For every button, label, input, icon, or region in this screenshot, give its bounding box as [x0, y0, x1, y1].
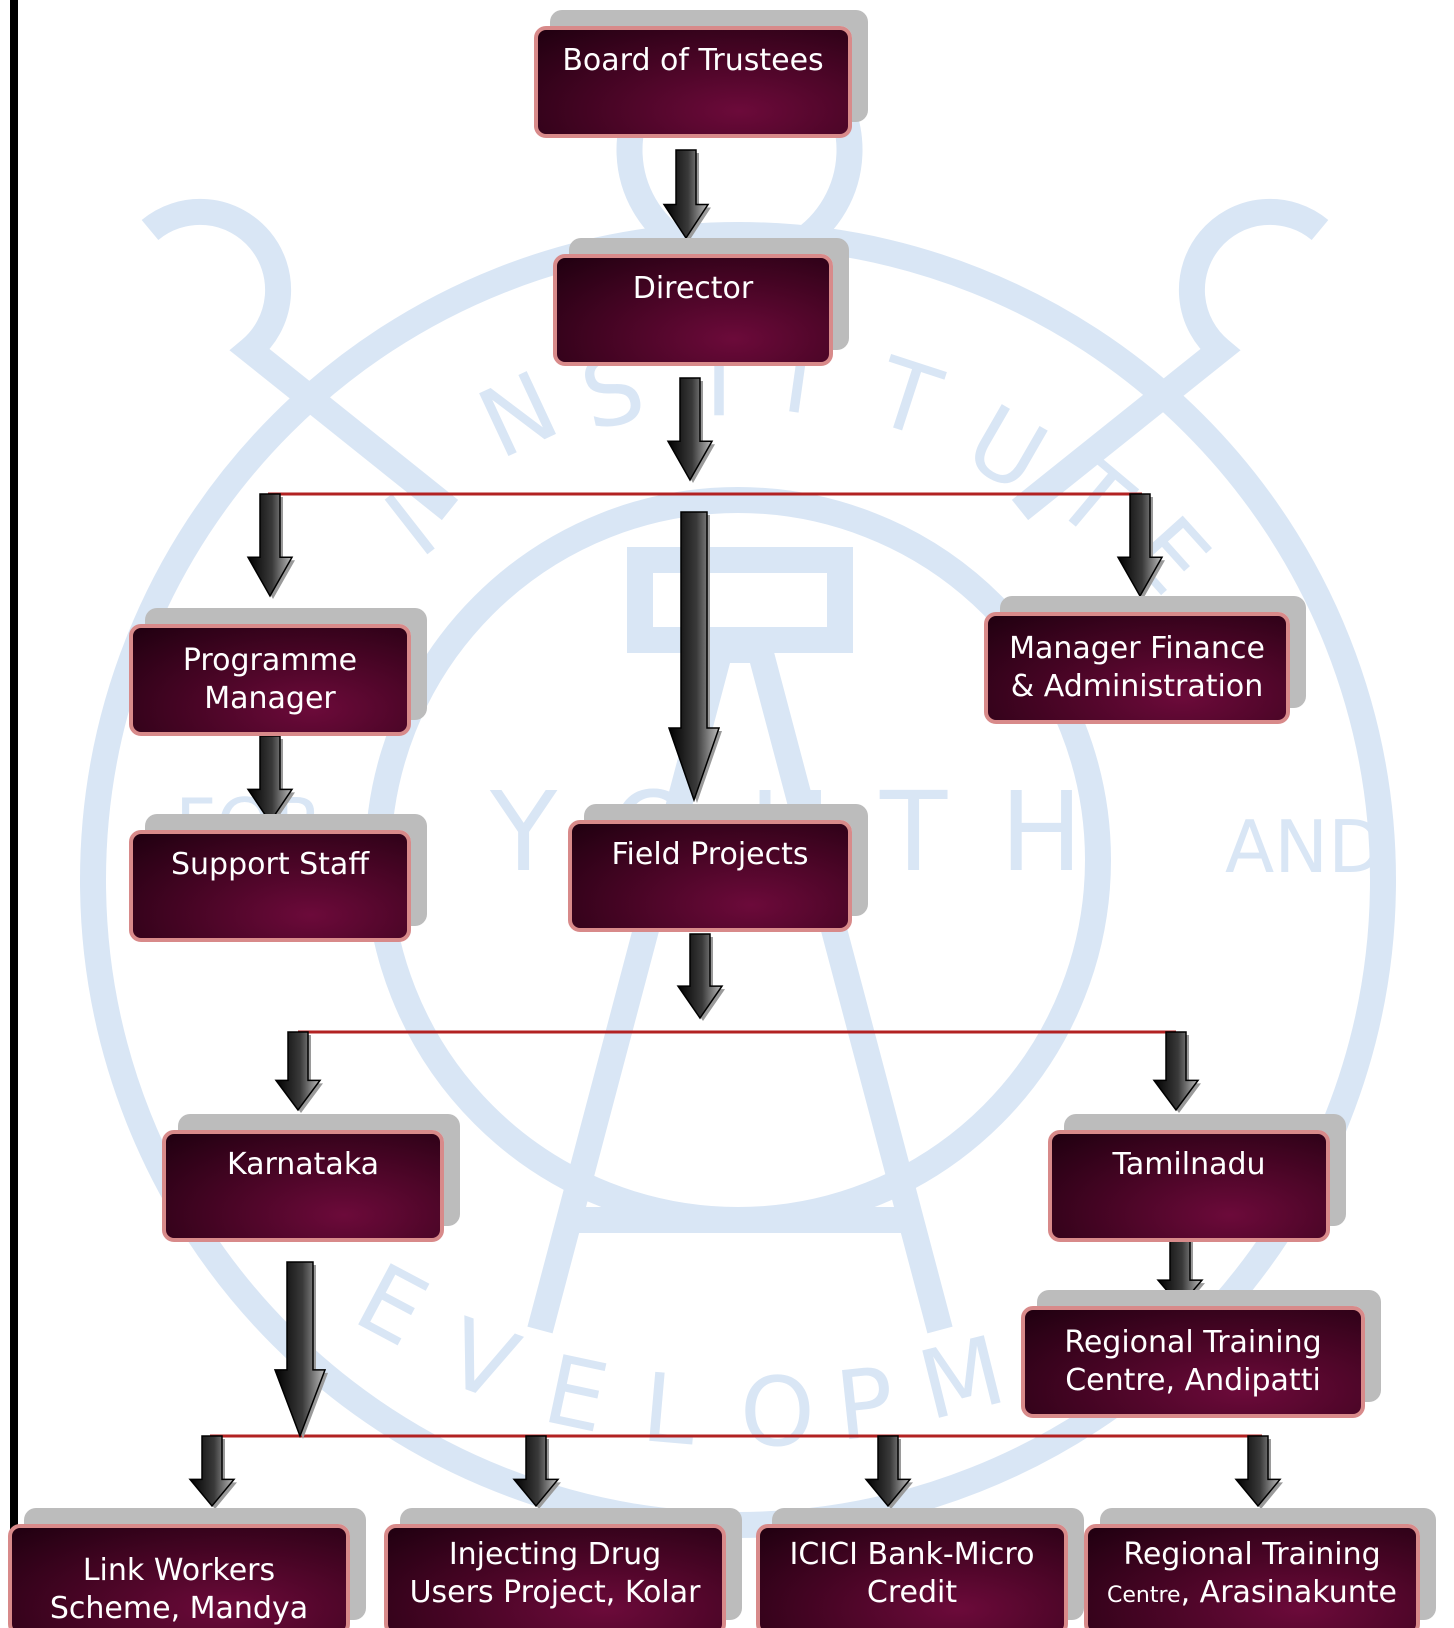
watermark-letter: N: [463, 351, 574, 481]
node-regional-training-centre-andipatti: Regional Training Centre, Andipatti: [1021, 1306, 1365, 1418]
down-arrow-11: [273, 1261, 327, 1439]
node-label: ICICI Bank-Micro Credit: [789, 1537, 1035, 1610]
node-label-rest: , Arasinakunte: [1180, 1575, 1397, 1610]
node-icici-bank-micro-credit: ICICI Bank-Micro Credit: [756, 1524, 1068, 1628]
watermark-letter: AND: [1225, 805, 1384, 889]
watermark-letter: H: [1000, 768, 1083, 896]
node-label: Director: [632, 271, 754, 306]
down-arrow-15: [1234, 1435, 1282, 1508]
node-label: Programme Manager: [182, 643, 358, 716]
node-label: Support Staff: [171, 847, 369, 882]
node-label-line-1: Regional Training: [1123, 1537, 1381, 1572]
watermark-letter: V: [432, 1298, 531, 1424]
down-arrow-6: [246, 735, 294, 824]
left-border-rule: [10, 0, 18, 1628]
node-label: Field Projects: [611, 837, 809, 872]
down-arrow-2: [666, 377, 714, 482]
down-arrow-8: [274, 1031, 322, 1112]
node-support-staff: Support Staff: [129, 830, 411, 942]
node-tamilnadu: Tamilnadu: [1048, 1130, 1330, 1242]
down-arrow-3: [246, 493, 294, 598]
node-regional-training-centre-arasinakunte: Regional Training Centre, Arasinakunte: [1084, 1524, 1420, 1628]
node-board-of-trustees: Board of Trustees: [534, 26, 852, 138]
node-label: Injecting Drug Users Project, Kolar: [409, 1537, 701, 1610]
watermark-letter: E: [339, 1243, 444, 1368]
down-arrow-7: [676, 933, 724, 1020]
node-label: Link Workers Scheme, Mandya: [49, 1553, 309, 1626]
node-label: Regional Training Centre, Andipatti: [1064, 1325, 1322, 1398]
down-arrow-9: [1152, 1031, 1200, 1112]
watermark-letter: O: [740, 1358, 815, 1468]
down-arrow-12: [188, 1435, 236, 1508]
watermark-letter: T: [862, 337, 953, 460]
connector-lines: [210, 492, 1262, 1438]
watermark-letter: Y: [489, 768, 558, 896]
watermark-letter: L: [638, 1353, 700, 1467]
node-label: Board of Trustees: [562, 43, 824, 78]
down-arrow-10: [1156, 1237, 1204, 1308]
node-programme-manager: Programme Manager: [129, 624, 411, 736]
watermark-letter: M: [909, 1316, 1015, 1443]
watermark-emblem: [80, 27, 1396, 1538]
watermark-letter: E: [1108, 497, 1230, 615]
node-link-workers-scheme-mandya: Link Workers Scheme, Mandya: [8, 1524, 350, 1628]
node-label: Karnataka: [226, 1147, 380, 1182]
node-label: Manager Finance & Administration: [1009, 631, 1265, 704]
down-arrow-14: [864, 1435, 912, 1508]
node-karnataka: Karnataka: [162, 1130, 444, 1242]
down-arrow-13: [512, 1435, 560, 1508]
node-label-small: Centre: [1107, 1583, 1181, 1608]
node-label: Tamilnadu: [1112, 1147, 1266, 1182]
node-director: Director: [553, 254, 833, 366]
down-arrow-5: [667, 511, 721, 803]
node-injecting-drug-users-project-kolar: Injecting Drug Users Project, Kolar: [384, 1524, 726, 1628]
node-label-line-2: Centre, Arasinakunte: [1107, 1574, 1397, 1615]
node-field-projects: Field Projects: [568, 820, 852, 932]
node-manager-finance-administration: Manager Finance & Administration: [984, 612, 1290, 724]
down-arrow-1: [662, 149, 710, 240]
watermark-letter: T: [879, 768, 948, 896]
arrows-group: [188, 149, 1283, 1509]
down-arrow-4: [1116, 493, 1164, 598]
